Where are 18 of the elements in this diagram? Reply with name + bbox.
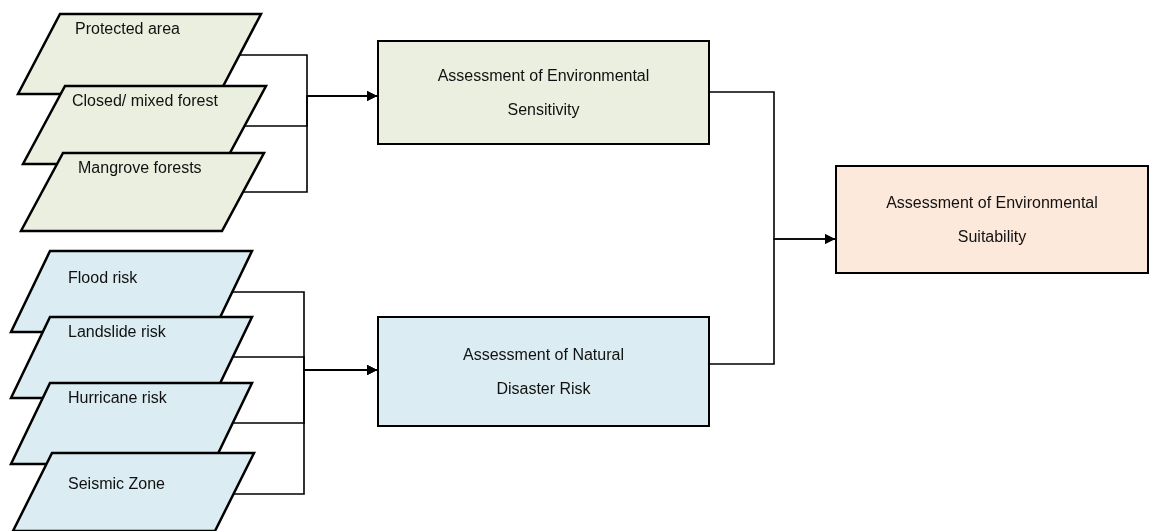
node-label: Landslide risk <box>68 322 167 342</box>
process-box <box>377 40 710 145</box>
node-label: Assessment of Natural Disaster Risk <box>462 344 625 399</box>
node-label: Flood risk <box>68 268 139 288</box>
node-label: Mangrove forests <box>78 158 203 178</box>
node-label: Protected area <box>75 19 181 39</box>
process-box <box>835 165 1149 274</box>
node-label: Hurricane risk <box>68 388 168 408</box>
node-label: Assessment of Environmental Sensitivity <box>436 65 651 120</box>
connector-arrow <box>709 234 836 365</box>
process-box <box>377 316 710 427</box>
input-parallelogram <box>12 452 255 531</box>
input-parallelogram <box>20 152 265 232</box>
connector-arrow <box>233 365 378 495</box>
node-label: Assessment of Environmental Suitability <box>885 192 1099 247</box>
connector-arrow <box>242 91 378 193</box>
node-label: Closed/ mixed forest <box>72 91 219 111</box>
node-label: Seismic Zone <box>68 474 166 494</box>
